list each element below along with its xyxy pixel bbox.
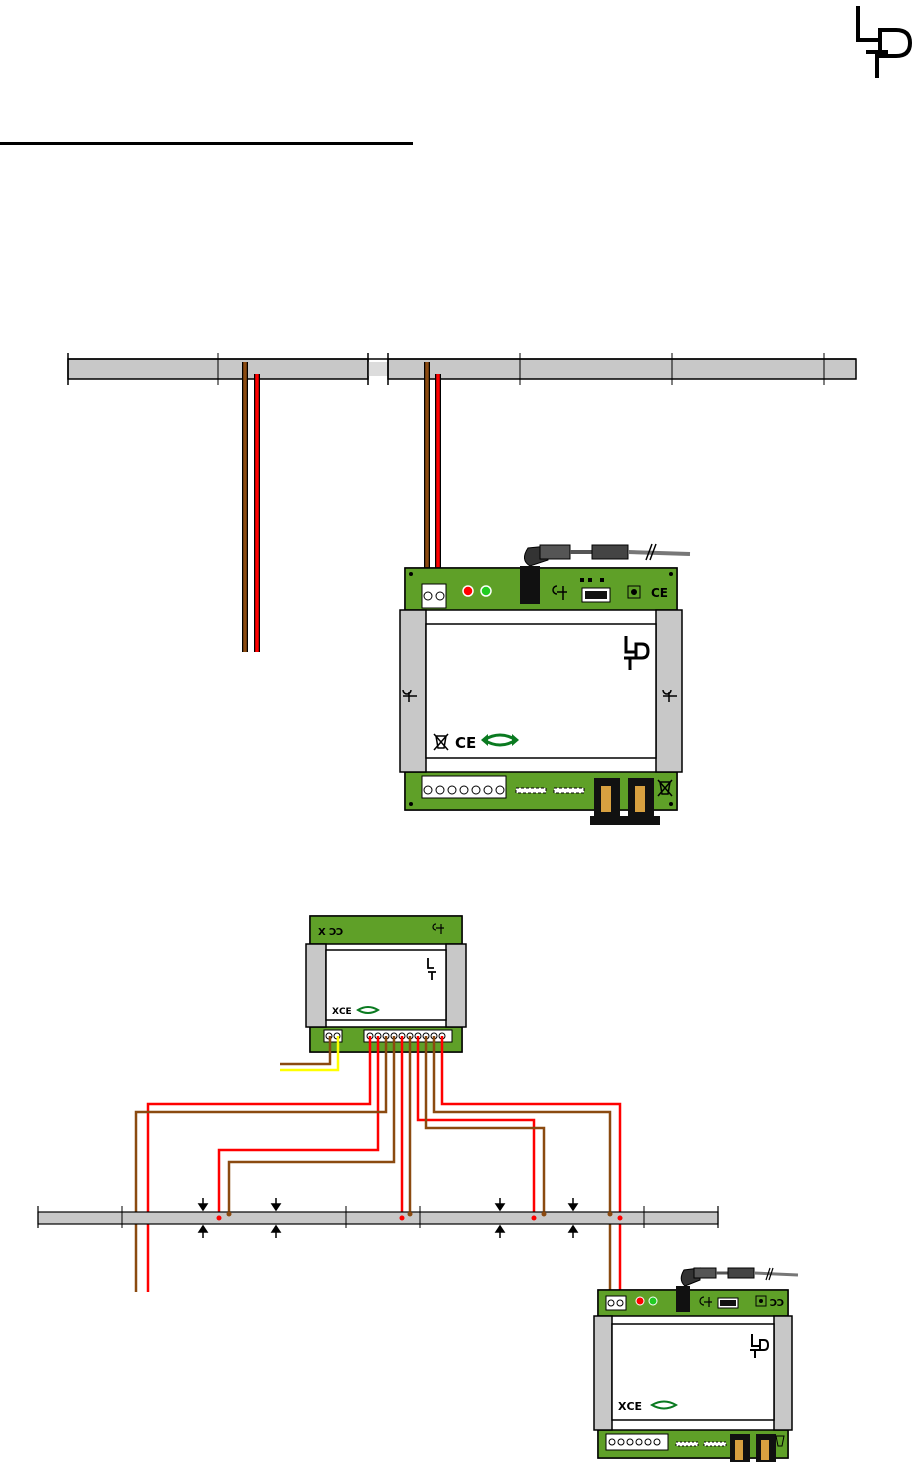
yellow-bus-wire: [280, 1036, 338, 1070]
svg-text:CE: CE: [455, 734, 476, 752]
red-feed-wires: [148, 1036, 620, 1300]
booster-module: ϽϽ ⅩCE: [594, 1286, 792, 1462]
booster-module: [400, 566, 682, 825]
ltd-logo-icon: [858, 6, 910, 78]
power-plug-icon: [524, 544, 690, 566]
svg-text:Ⅹ ϽϽ: Ⅹ ϽϽ: [318, 927, 343, 938]
svg-text:ⅩCE: ⅩCE: [332, 1007, 352, 1017]
booster-district-track: [68, 353, 856, 385]
svg-text:ϽϽ: ϽϽ: [770, 1298, 784, 1309]
brown-return-wires: [136, 1036, 610, 1300]
loose-feed-wires: [245, 362, 257, 652]
detector-module: Ⅹ ϽϽ ⅩCE: [306, 916, 466, 1052]
booster-feed-wires: [427, 362, 438, 590]
power-plug-icon: [681, 1268, 798, 1286]
svg-text:ⅩCE: ⅩCE: [618, 1400, 642, 1413]
svg-text:CE: CE: [651, 586, 668, 600]
occupancy-sections-track: [38, 1198, 718, 1238]
